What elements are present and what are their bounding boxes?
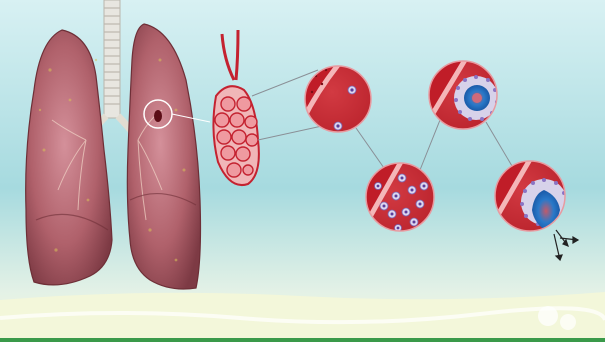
bubble — [538, 306, 558, 326]
bottom-border — [0, 338, 605, 342]
lesion-spot — [154, 110, 162, 122]
bubble — [560, 314, 576, 330]
ground-band — [0, 292, 605, 342]
